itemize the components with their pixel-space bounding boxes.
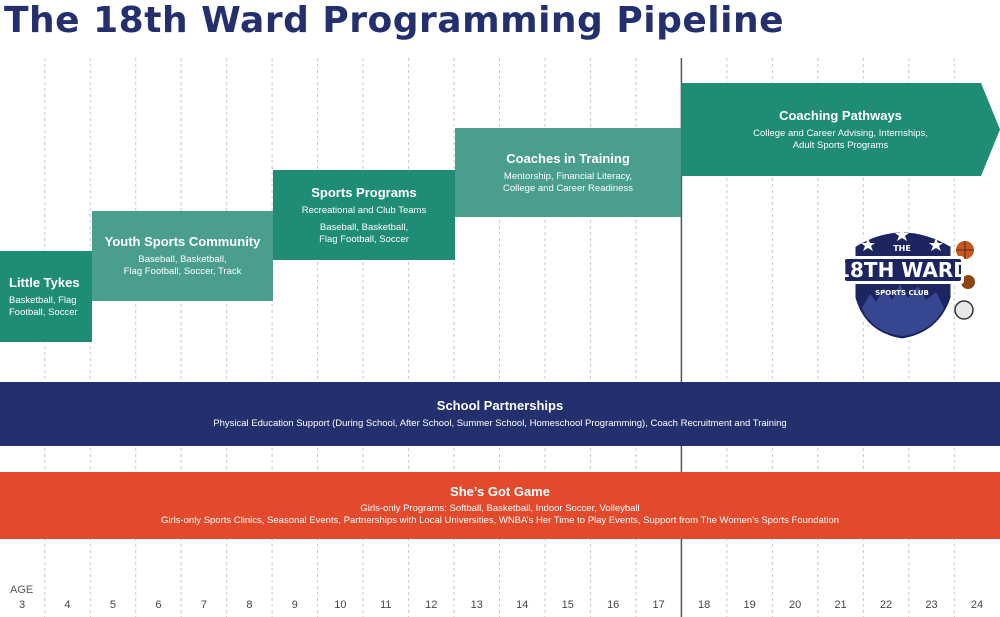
- page-title: The 18th Ward Programming Pipeline: [4, 0, 784, 41]
- coaches-in-training-title: Coaches in Training: [506, 150, 630, 166]
- age-tick-label: 9: [291, 599, 298, 611]
- logo-text-top: THE: [893, 244, 911, 253]
- 18th-ward-sports-club-logo: THE 18TH WARD SPORTS CLUB: [840, 228, 975, 342]
- age-tick-label: 22: [879, 599, 893, 611]
- age-tick-label: 8: [246, 599, 253, 611]
- age-tick-label: 21: [834, 599, 847, 611]
- football-icon: [961, 275, 975, 289]
- age-tick-label: 15: [561, 599, 574, 611]
- logo-text-sub: SPORTS CLUB: [875, 289, 929, 297]
- shes-got-game-block: She’s Got Game Girls-only Programs: Soft…: [0, 472, 1000, 539]
- age-tick-label: 23: [925, 599, 938, 611]
- age-tick-label: 11: [380, 599, 392, 611]
- little-tykes-block: Little Tykes Basketball, Flag Football, …: [0, 251, 92, 342]
- coaching-pathways-line2: Adult Sports Programs: [792, 139, 889, 151]
- age-tick-label: 14: [516, 599, 529, 611]
- age-tick-label: 7: [200, 599, 207, 611]
- star-icon: [895, 228, 909, 241]
- age-tick-label: 13: [470, 599, 483, 611]
- shes-got-game-line2: Girls-only Sports Clinics, Seasonal Even…: [160, 515, 840, 526]
- youth-sports-line2: Flag Football, Soccer, Track: [123, 266, 242, 277]
- youth-sports-line1: Baseball, Basketball,: [138, 254, 227, 265]
- star-icon: [861, 238, 875, 251]
- coaching-pathways-arrow: [681, 83, 1000, 176]
- shes-got-game-title: She’s Got Game: [450, 484, 550, 499]
- school-partnerships-title: School Partnerships: [436, 398, 564, 413]
- soccer-ball-icon: [954, 300, 974, 320]
- age-tick-label: 5: [109, 599, 116, 611]
- coaches-in-training-line1: Mentorship, Financial Literacy,: [503, 170, 633, 182]
- age-tick-label: 18: [698, 599, 711, 611]
- coaching-pathways-title: Coaching Pathways: [779, 107, 902, 123]
- age-tick-label: 6: [155, 599, 162, 611]
- sports-programs-line3: Flag Football, Soccer: [319, 233, 409, 245]
- age-tick-label: 3: [18, 599, 26, 611]
- age-tick-label: 12: [425, 599, 438, 611]
- sports-programs-line1: Recreational and Club Teams: [301, 204, 427, 216]
- city-skyline: [862, 284, 944, 336]
- age-tick-label: 24: [970, 599, 984, 611]
- coaching-pathways-line1: College and Career Advising, Internships…: [753, 127, 928, 139]
- logo-text-main: 18TH WARD: [840, 258, 970, 282]
- coaches-in-training-block: Coaches in Training Mentorship, Financia…: [455, 128, 681, 217]
- star-icon: [929, 238, 943, 251]
- age-tick-label: 10: [334, 599, 347, 611]
- sports-programs-title: Sports Programs: [311, 184, 417, 200]
- coaching-pathways-block: Coaching Pathways College and Career Adv…: [681, 83, 1000, 176]
- little-tykes-title: Little Tykes: [9, 274, 80, 290]
- school-partnerships-line1: Physical Education Support (During Schoo…: [213, 418, 787, 429]
- age-tick-label: 4: [64, 599, 71, 611]
- sports-programs-block: Sports Programs Recreational and Club Te…: [273, 170, 455, 260]
- little-tykes-line2: Football, Soccer: [9, 306, 78, 318]
- age-tick-label: 20: [788, 599, 802, 611]
- little-tykes-line1: Basketball, Flag: [9, 294, 77, 306]
- shes-got-game-line1: Girls-only Programs: Softball, Basketbal…: [360, 503, 640, 514]
- coaches-in-training-line2: College and Career Readiness: [503, 182, 633, 194]
- age-tick-label: 16: [607, 599, 620, 611]
- age-tick-label: 19: [743, 599, 756, 611]
- age-tick-label: 17: [652, 599, 665, 611]
- age-axis-label: AGE: [10, 584, 34, 596]
- school-partnerships-block: School Partnerships Physical Education S…: [0, 382, 1000, 446]
- youth-sports-title: Youth Sports Community: [104, 234, 261, 249]
- youth-sports-block: Youth Sports Community Baseball, Basketb…: [92, 211, 273, 301]
- sports-programs-line2: Baseball, Basketball,: [319, 221, 409, 233]
